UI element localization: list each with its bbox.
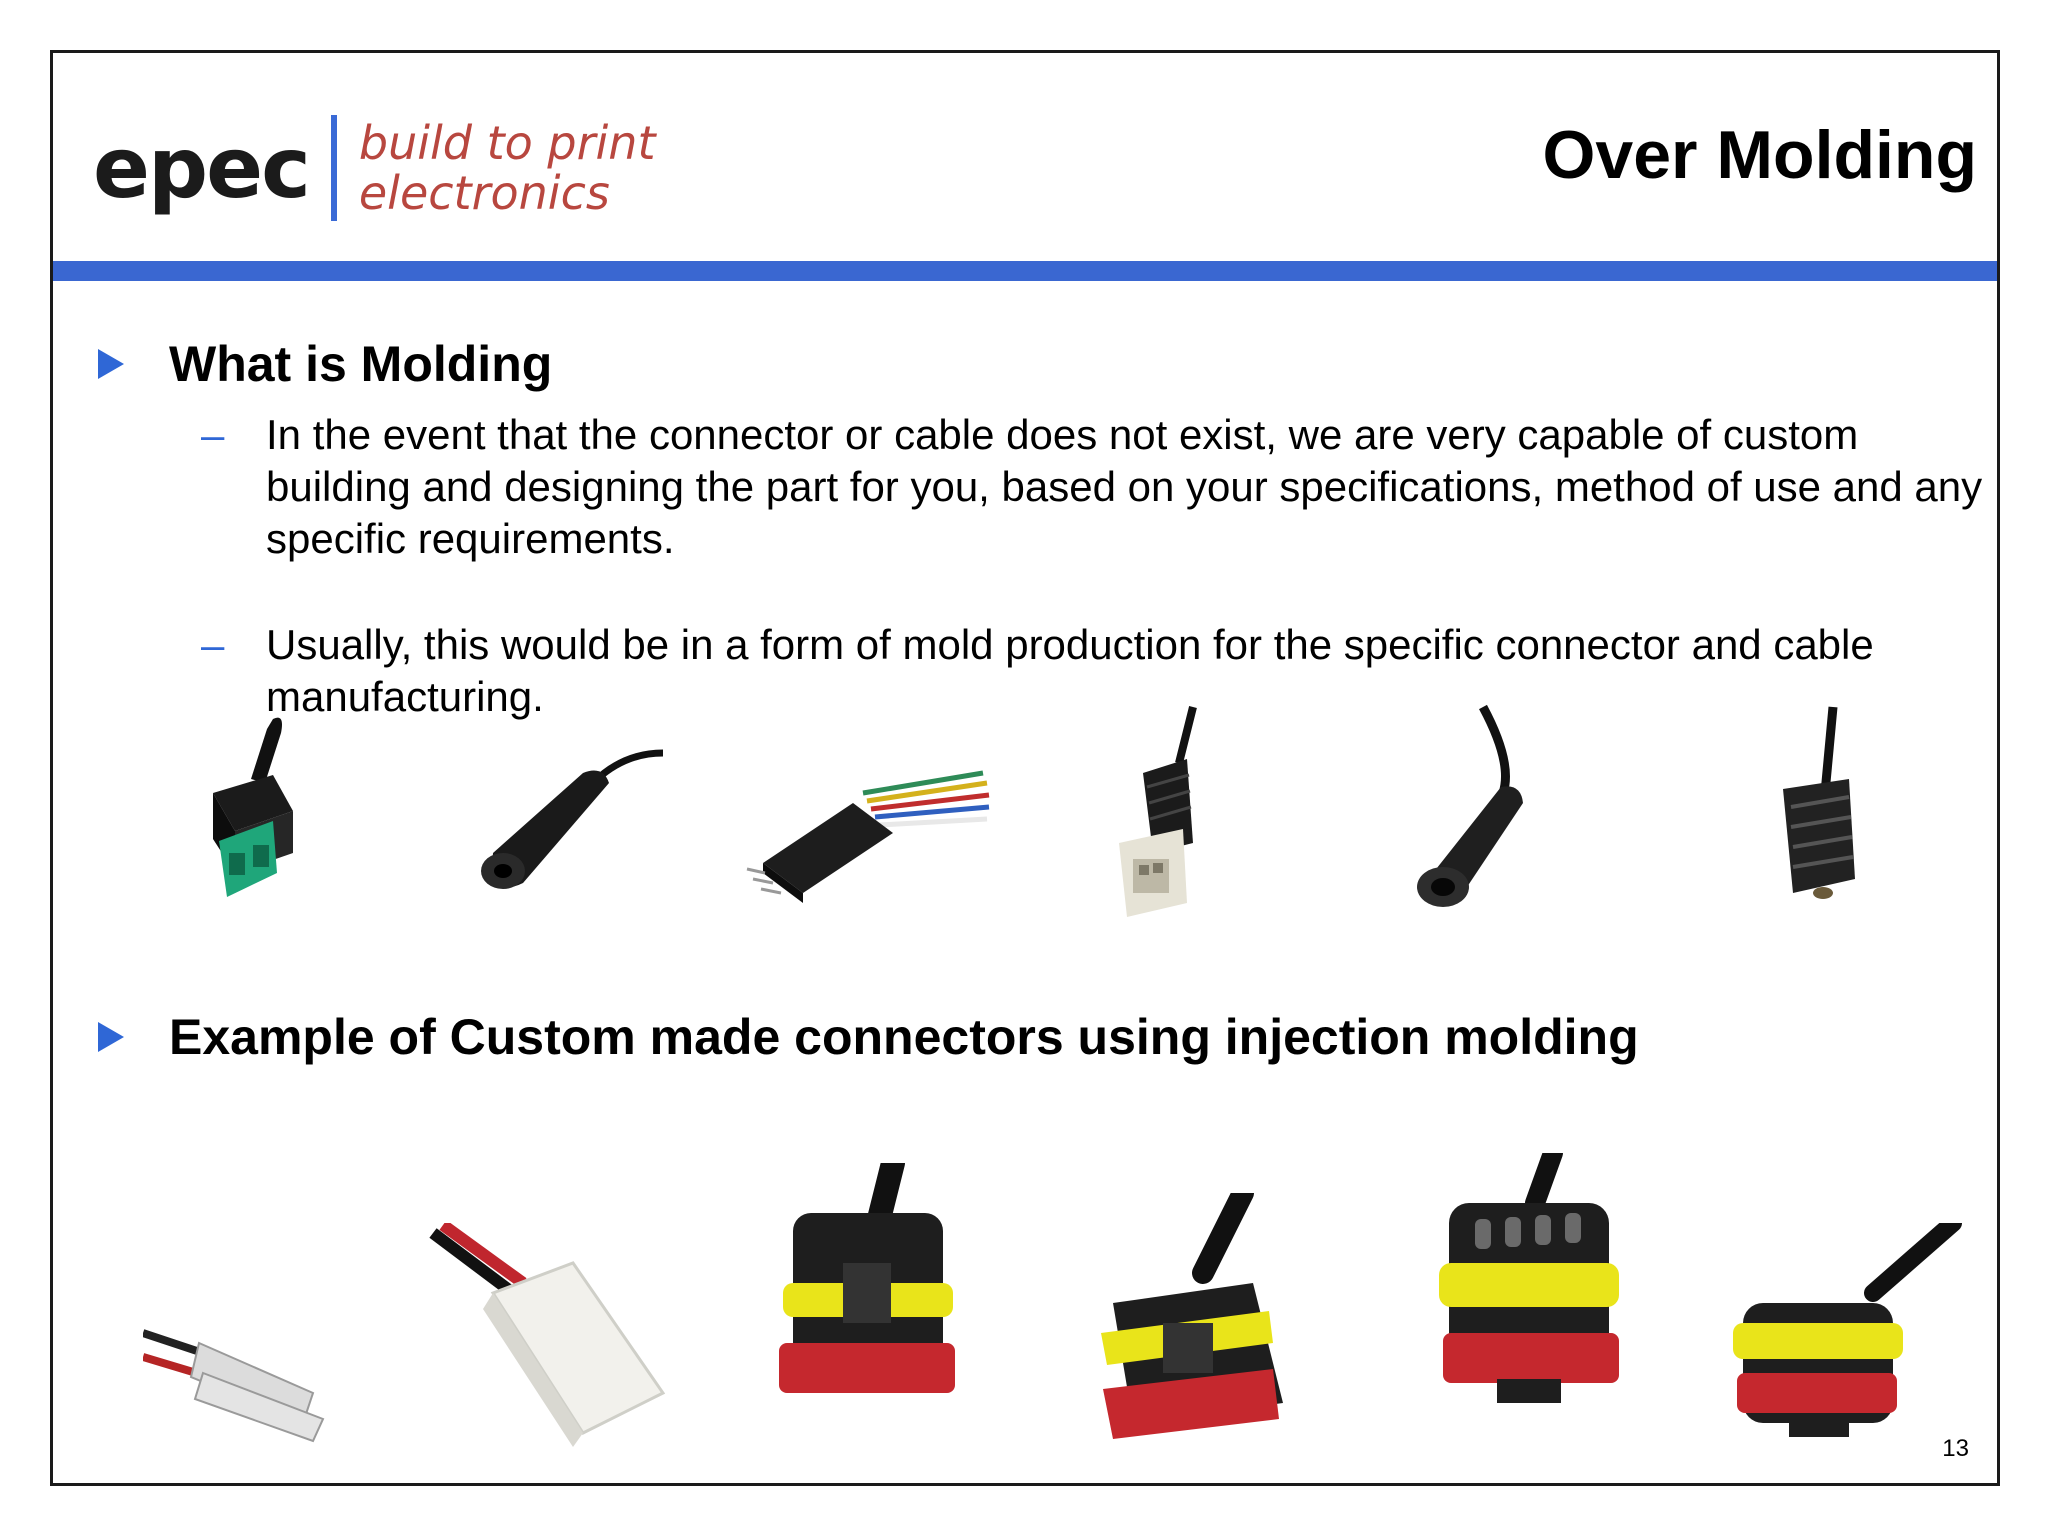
ribbed-plug-photo bbox=[1783, 706, 1855, 899]
molded-connector-photos bbox=[53, 703, 1997, 963]
dash-bullet-icon: – bbox=[201, 411, 225, 458]
subitem-text: Usually, this would be in a form of mold… bbox=[266, 621, 1874, 720]
logo-brand: epec bbox=[93, 119, 311, 217]
logo-divider bbox=[330, 115, 337, 221]
injection-molded-connector-photos bbox=[53, 1113, 1997, 1453]
sealed-connector-photo-2 bbox=[1101, 1193, 1283, 1439]
sealed-connector-photo-3 bbox=[1439, 1153, 1619, 1403]
logo-tagline-line1: build to print bbox=[358, 116, 656, 170]
slide-title: Over Molding bbox=[1542, 117, 1977, 193]
slide: epec build to print electronics Over Mol… bbox=[50, 50, 2000, 1486]
section-heading: What is Molding bbox=[169, 336, 553, 392]
page-number: 13 bbox=[1942, 1435, 1969, 1462]
section-what-is-molding: What is Molding bbox=[98, 335, 552, 393]
section-custom-connectors: Example of Custom made connectors using … bbox=[98, 1008, 1639, 1066]
ribbon-harness-photo bbox=[746, 770, 990, 903]
subitem-2: – Usually, this would be in a form of mo… bbox=[201, 619, 2006, 723]
white-connector-photo bbox=[1119, 706, 1197, 917]
header-rule bbox=[53, 261, 1997, 281]
logo-tagline: build to print electronics bbox=[359, 118, 656, 218]
sealed-connector-photo-1 bbox=[779, 1163, 955, 1393]
green-terminal-connector-photo bbox=[213, 717, 293, 897]
triangle-bullet-icon bbox=[98, 1022, 124, 1052]
section-heading: Example of Custom made connectors using … bbox=[169, 1009, 1639, 1065]
epec-logo: epec build to print electronics bbox=[93, 108, 656, 228]
subitem-1: – In the event that the connector or cab… bbox=[201, 409, 2006, 565]
subitem-text: In the event that the connector or cable… bbox=[266, 411, 1983, 562]
logo-tagline-line2: electronics bbox=[358, 166, 610, 220]
dc-barrel-plug-photo bbox=[1417, 704, 1523, 907]
sealed-connector-photo-4 bbox=[1733, 1223, 1962, 1437]
dash-bullet-icon: – bbox=[201, 621, 225, 668]
white-housing-photo bbox=[429, 1223, 666, 1447]
slide-header: epec build to print electronics Over Mol… bbox=[53, 53, 1997, 263]
audio-jack-photo bbox=[481, 749, 664, 889]
triangle-bullet-icon bbox=[98, 349, 124, 379]
crimp-terminals-photo bbox=[143, 1329, 325, 1443]
